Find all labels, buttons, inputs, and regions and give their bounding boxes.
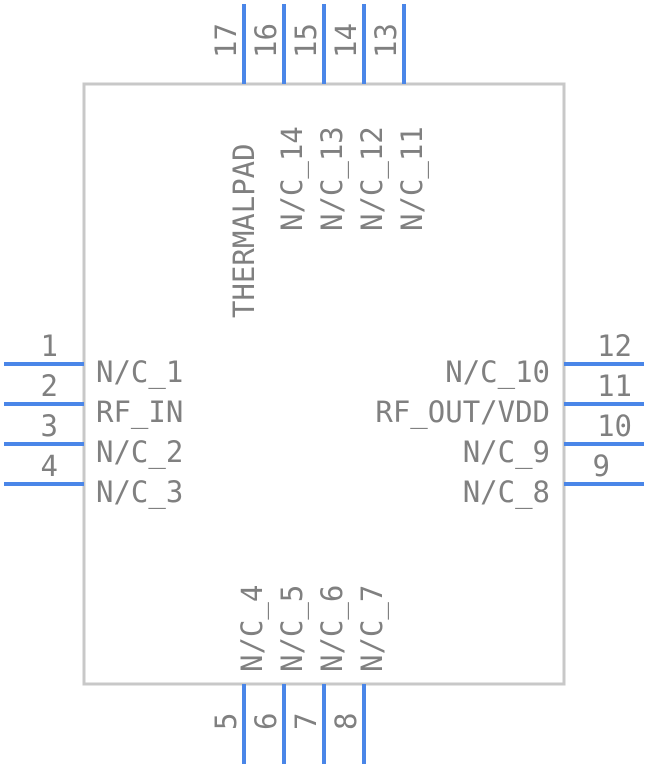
pin-name: THERMALPAD (227, 143, 261, 318)
pin-name: N/C_6 (315, 585, 350, 672)
pin-9: 9 N/C_8 (463, 449, 644, 510)
pin-16: 16 N/C_14 (249, 4, 310, 231)
pin-name: N/C_9 (463, 435, 550, 470)
pin-number: 6 (249, 713, 283, 730)
pin-13: 13 N/C_11 (369, 4, 430, 231)
pin-number: 13 (369, 23, 403, 58)
pin-15: 15 N/C_13 (289, 4, 350, 231)
pin-name: N/C_5 (275, 585, 310, 672)
pin-name: N/C_1 (96, 355, 183, 390)
pin-number: 3 (41, 409, 58, 443)
right-pins: 12 N/C_10 11 RF_OUT/VDD 10 N/C_9 9 N/C_8 (375, 329, 644, 510)
pin-name: N/C_3 (96, 475, 183, 510)
pin-number: 15 (289, 23, 323, 58)
bottom-pins: 5 N/C_4 6 N/C_5 7 N/C_6 8 N/C_7 (209, 585, 390, 764)
pin-6: 6 N/C_5 (249, 585, 310, 764)
top-pins: 17 THERMALPAD 16 N/C_14 15 N/C_13 14 N/C… (209, 4, 430, 318)
pin-name: N/C_10 (445, 355, 550, 390)
pin-name: N/C_12 (355, 126, 390, 231)
pin-name: N/C_11 (395, 126, 430, 231)
pin-name: N/C_8 (463, 475, 550, 510)
pin-name: N/C_13 (315, 126, 350, 231)
pin-8: 8 N/C_7 (329, 585, 390, 764)
pin-name: N/C_14 (275, 126, 310, 231)
pin-12: 12 N/C_10 (445, 329, 644, 390)
pin-4: 4 N/C_3 (4, 449, 183, 510)
pin-number: 1 (41, 329, 58, 363)
pin-name: N/C_4 (235, 585, 270, 672)
pin-name: N/C_2 (96, 435, 183, 470)
pin-number: 4 (41, 449, 58, 483)
pin-name: RF_IN (96, 395, 183, 430)
pin-5: 5 N/C_4 (209, 585, 270, 764)
pin-name: RF_OUT/VDD (375, 395, 550, 430)
pin-2: 2 RF_IN (4, 369, 183, 430)
pin-17: 17 THERMALPAD (209, 4, 261, 318)
pin-7: 7 N/C_6 (289, 585, 350, 764)
left-pins: 1 N/C_1 2 RF_IN 3 N/C_2 4 N/C_3 (4, 329, 183, 510)
pin-number: 10 (597, 409, 632, 443)
pin-number: 9 (593, 449, 610, 483)
pin-number: 2 (41, 369, 58, 403)
pin-name: N/C_7 (355, 585, 390, 672)
pin-11: 11 RF_OUT/VDD (375, 369, 644, 430)
pin-number: 8 (329, 713, 363, 730)
pin-number: 7 (289, 713, 323, 730)
pin-3: 3 N/C_2 (4, 409, 183, 470)
pin-number: 16 (249, 23, 283, 58)
pin-number: 5 (209, 713, 243, 730)
pin-number: 17 (209, 23, 243, 58)
pin-number: 14 (329, 23, 363, 58)
pin-1: 1 N/C_1 (4, 329, 183, 390)
pin-number: 12 (597, 329, 632, 363)
pin-number: 11 (597, 369, 632, 403)
pin-14: 14 N/C_12 (329, 4, 390, 231)
pin-10: 10 N/C_9 (463, 409, 644, 470)
